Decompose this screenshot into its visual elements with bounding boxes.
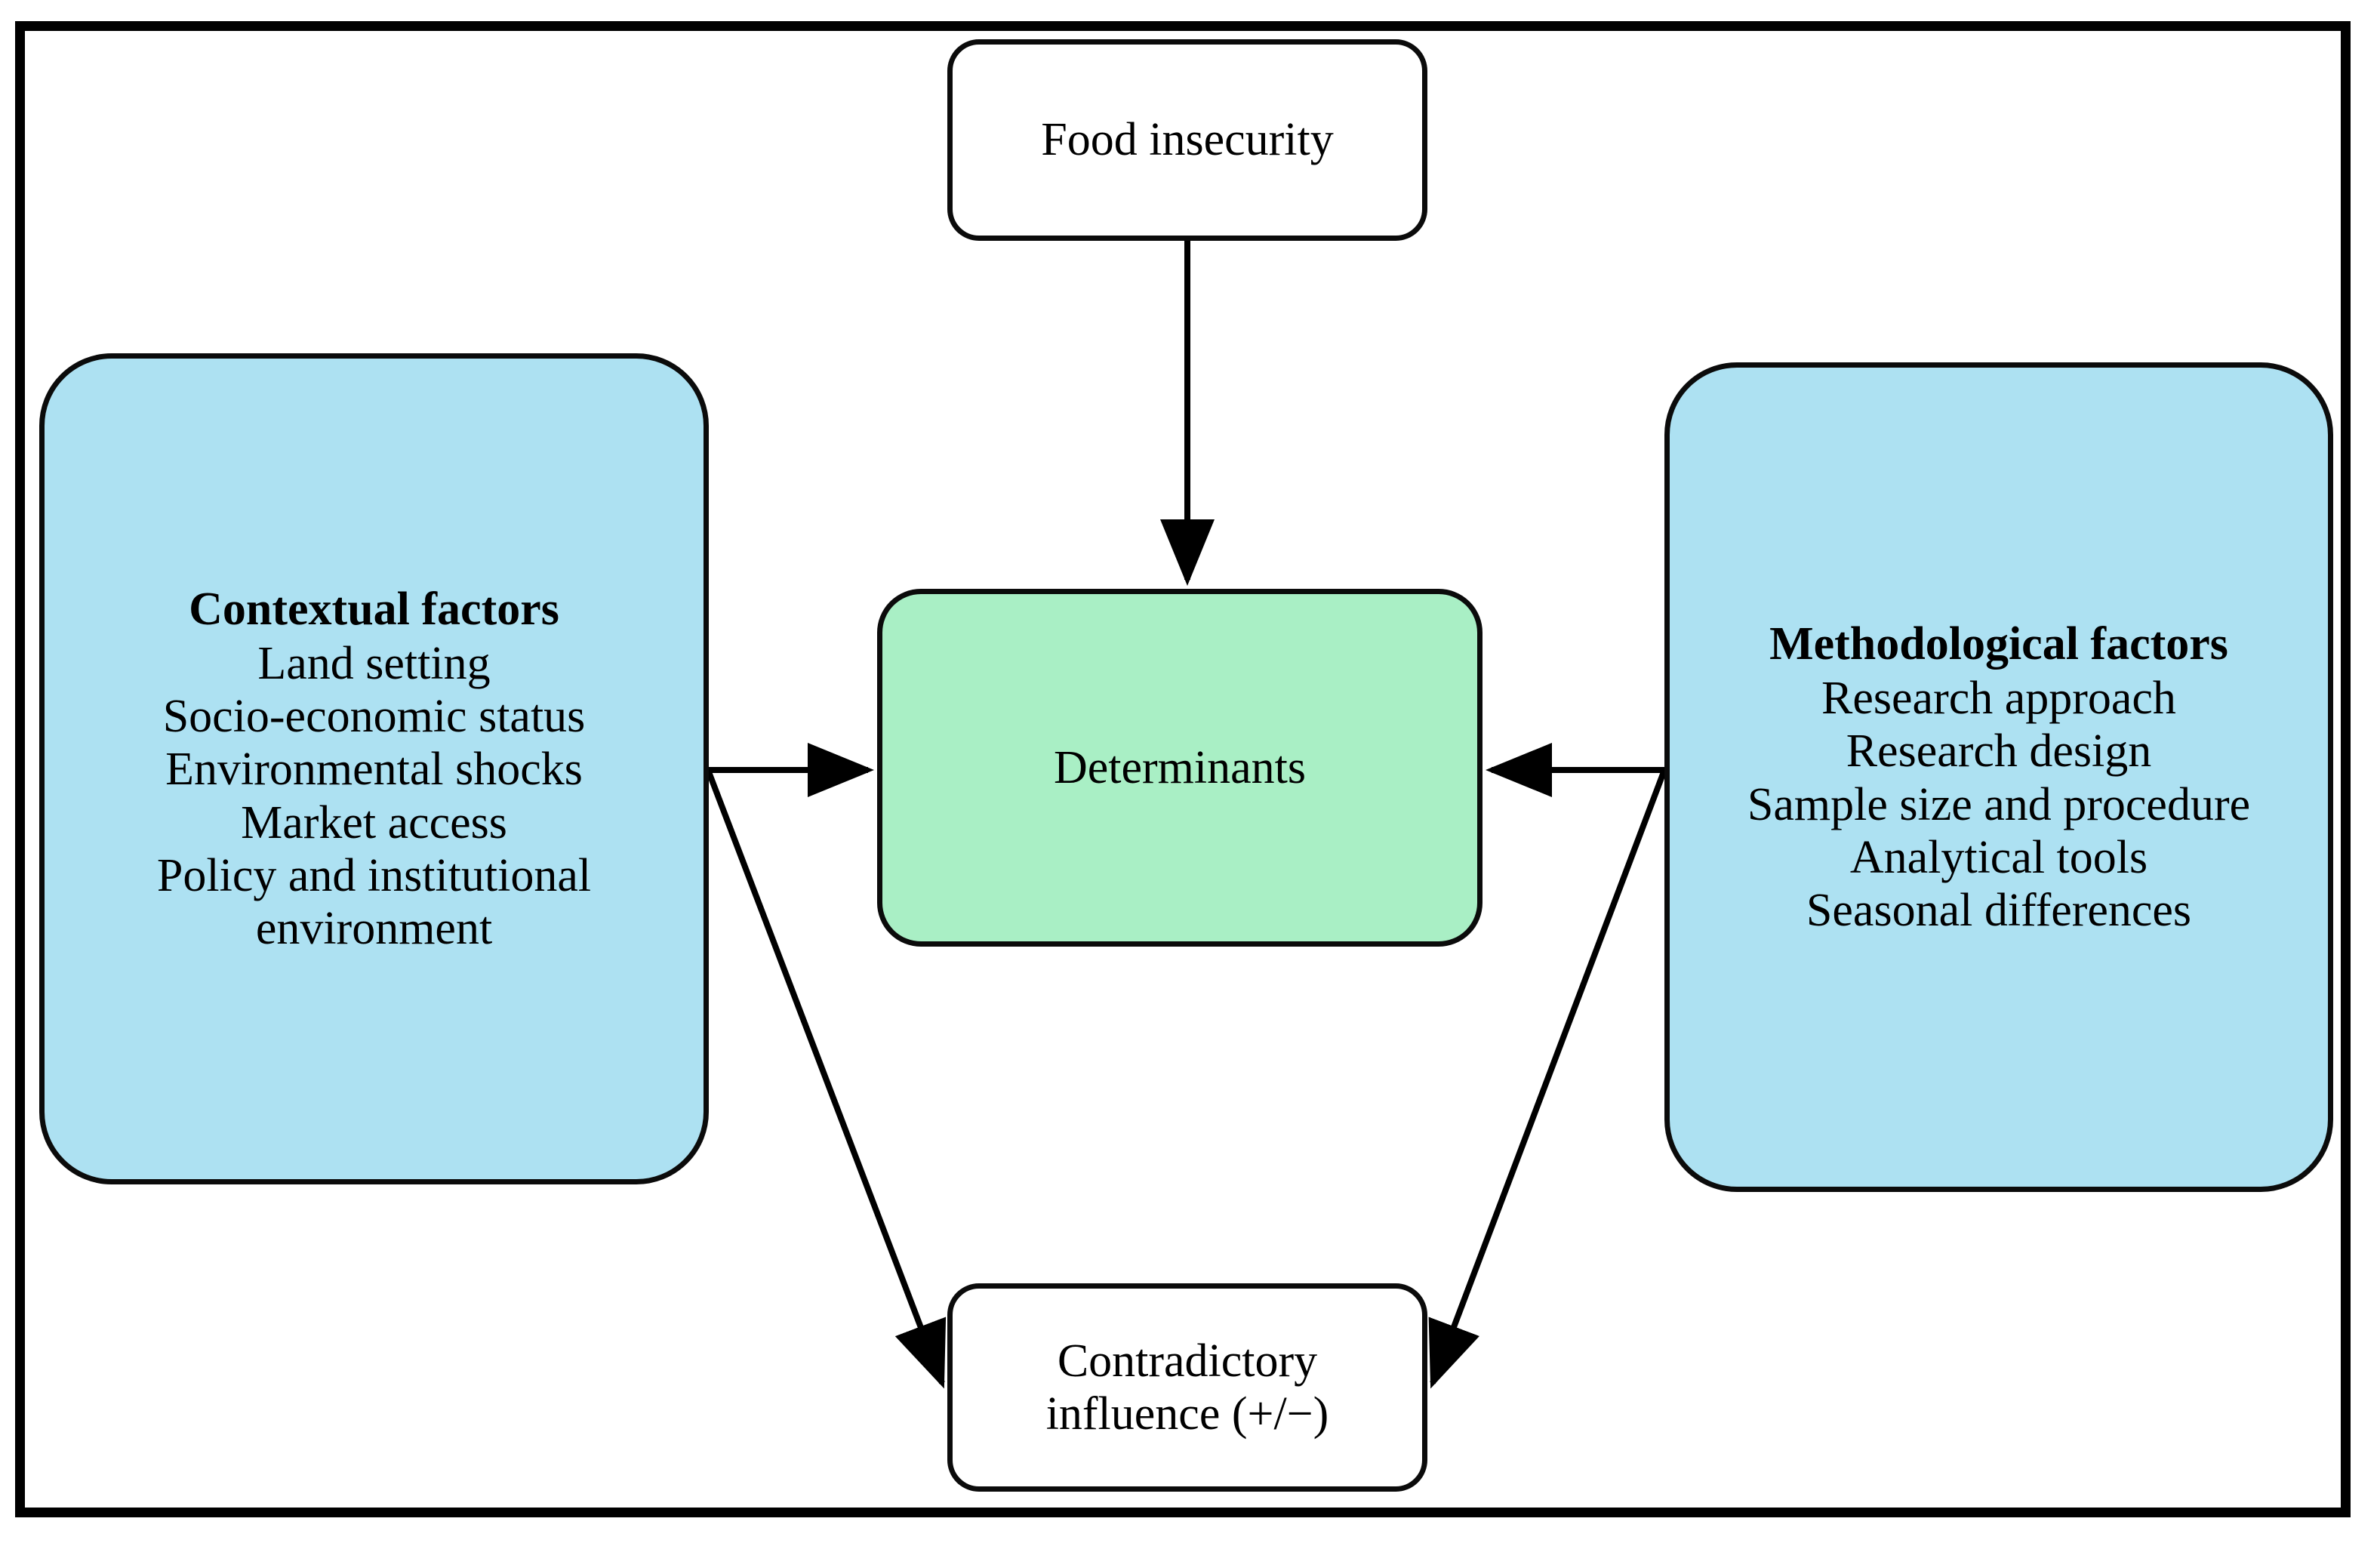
node-contextual-factors-item-3: Market access bbox=[241, 796, 507, 848]
outer-frame-border bbox=[15, 21, 2351, 1517]
node-contextual-factors-item-0: Land setting bbox=[257, 638, 491, 690]
node-food-insecurity-label: Food insecurity bbox=[1041, 114, 1334, 166]
node-contextual-factors-item-1: Socio-economic status bbox=[162, 691, 586, 743]
node-methodological-factors-item-0: Research approach bbox=[1821, 673, 2176, 725]
node-contradictory-influence-line-1: Contradictory bbox=[1057, 1335, 1318, 1387]
node-methodological-factors-item-4: Seasonal differences bbox=[1806, 884, 2192, 936]
node-food-insecurity[interactable]: Food insecurity bbox=[947, 39, 1427, 241]
node-contextual-factors-item-2: Environmental shocks bbox=[165, 744, 583, 796]
node-determinants[interactable]: Determinants bbox=[877, 589, 1482, 947]
node-contextual-factors-title: Contextual factors bbox=[189, 584, 559, 636]
node-contextual-factors[interactable]: Contextual factors Land setting Socio-ec… bbox=[39, 353, 709, 1184]
node-contradictory-influence[interactable]: Contradictory influence (+/−) bbox=[947, 1283, 1427, 1492]
node-contradictory-influence-line-2: influence (+/−) bbox=[1045, 1388, 1329, 1440]
node-methodological-factors-body: Methodological factors Research approach… bbox=[1747, 618, 2250, 936]
node-methodological-factors-item-3: Analytical tools bbox=[1849, 831, 2148, 883]
node-methodological-factors-title: Methodological factors bbox=[1769, 618, 2228, 670]
node-contextual-factors-body: Contextual factors Land setting Socio-ec… bbox=[110, 583, 639, 954]
node-contextual-factors-item-4: Policy and institutional environment bbox=[156, 849, 592, 954]
node-methodological-factors[interactable]: Methodological factors Research approach… bbox=[1664, 362, 2333, 1192]
node-determinants-label: Determinants bbox=[1053, 741, 1306, 793]
node-methodological-factors-item-2: Sample size and procedure bbox=[1747, 778, 2251, 830]
node-methodological-factors-item-1: Research design bbox=[1846, 725, 2152, 778]
